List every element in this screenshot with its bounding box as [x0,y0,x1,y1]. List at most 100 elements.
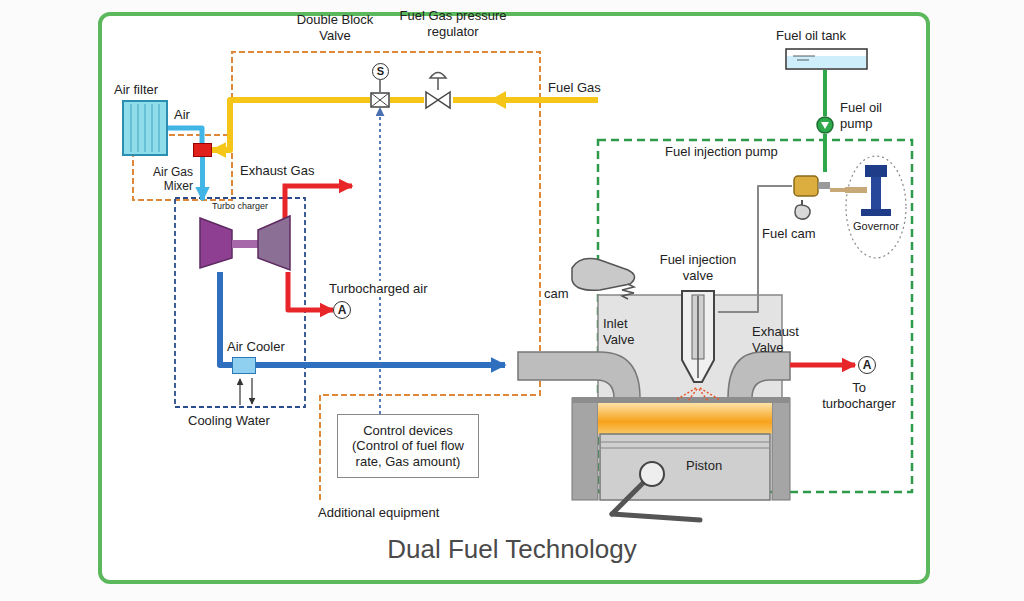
connection-circle: A [858,356,876,374]
governor-base [861,209,891,216]
pump-arrow [821,122,829,129]
node-text: A [334,302,350,318]
turbocharger: Turbo charger [196,200,294,272]
node-text: Fuel oil pump [840,100,900,131]
air-line [168,128,202,143]
air-line [200,157,205,200]
governor-outline [846,156,906,258]
additional-equipment-outline [133,52,540,500]
double-block-valve: Double Block ValveS [370,92,390,108]
part-label: Piston [686,458,736,474]
part-label: Cooling Water [188,413,298,429]
cooling-water-in [239,379,240,405]
fuel-injection-pump-shape [792,172,830,200]
fuel-level [793,56,815,60]
filter-pleats [131,104,159,152]
fuel-oil-pump: Fuel oil pump [816,116,834,134]
pressure-regulator-shape [424,90,452,110]
solenoid-stem [379,80,381,92]
part-label: Fuel cam [762,226,822,242]
regulator-symbol [426,92,450,108]
turbo-shaft [232,240,258,248]
air-cooler: Air Cooler [232,357,256,374]
control-box: Control devices (Control of fuel flow ra… [337,414,479,478]
valve-spring [622,284,634,299]
node-text: Fuel injection pump [665,144,795,160]
tank-body [786,49,867,69]
exhaust-port [728,352,790,398]
double-block-valve-shape [370,92,390,108]
fuel-oil-tank: Fuel oil tank [785,48,868,70]
injector-body [682,291,714,382]
spray-line [688,389,697,401]
frame-border [100,14,928,582]
flow-arrowhead [490,91,506,109]
node-text: Air filter [114,82,184,98]
edge-label: Turbocharged air [327,281,430,297]
valve-cam [572,259,635,291]
governor-column [871,177,881,211]
part-label: Fuel Gas [548,80,618,96]
valve-body [371,93,389,107]
pump-body [817,117,833,133]
fuel-gas-line [453,97,598,103]
governor-head [865,165,887,177]
node-text: Fuel injection valve [645,252,751,283]
injector-needle [697,296,699,378]
control-signal-line [379,108,381,414]
node-text: Fuel oil tank [776,28,876,44]
fuel-injection-valve-shape [678,290,718,386]
cylinder-wall [772,398,790,500]
turbine-wheel [258,216,290,270]
node-text: Fuel Gas pressure regulator [390,8,516,39]
piston-ring [600,442,770,443]
pressure-regulator: Fuel Gas pressure regulator [424,90,452,110]
fuel-gas-line [212,100,370,150]
combustion-zone [598,403,772,434]
piston-ring [600,448,770,449]
fuel-injection-valve: Fuel injection valve [678,290,718,386]
node-text: Air Gas Mixer [139,165,193,194]
exhaust-gas-line [285,186,352,226]
piston [600,434,770,500]
node-text: Double Block Valve [290,12,380,43]
injection-pump-body [794,176,818,196]
part-label: cam [544,286,574,302]
fuel-injection-pump: Fuel injection pump [792,172,830,200]
node-text: A [859,357,875,373]
governor-linkage [845,187,867,193]
filter-body [123,101,167,155]
pump-connector [818,182,830,189]
node-text: Turbo charger [208,201,272,212]
cylinder-wall [572,398,598,500]
compressor-wheel [200,218,232,268]
fuel-oil-tank-shape [785,48,868,70]
diagram-title: Dual Fuel Technology [0,534,1024,565]
governor: Governor [845,155,907,259]
connection-circle: A [333,301,351,319]
part-label: Inlet Valve [603,316,649,347]
part-label: Additional equipment [318,505,478,521]
fuel-gas-line [390,97,424,103]
symbol-letter: S [372,63,389,80]
tank-fuel [787,56,866,68]
high-pressure-fuel-line [718,186,792,312]
crank-pin [640,462,664,486]
part-label: Exhaust Valve [752,324,810,355]
cooling-water-out [251,378,252,404]
node-text: Air Cooler [227,339,297,355]
part-label: To turbocharger [814,380,904,411]
inlet-port [518,352,640,398]
cylinder-flange [572,397,790,403]
edge-label: Air [172,107,192,123]
crank-arm [612,514,700,520]
fuel-oil-line [823,134,827,172]
dashed-region [232,52,540,500]
air-filter-shape [122,100,168,156]
node-text: Governor [848,220,904,233]
fuel-oil-pump-shape [816,116,834,134]
fuel-spray [676,388,720,401]
fuel-cam [795,205,810,219]
regulator-diaphragm [430,73,446,79]
